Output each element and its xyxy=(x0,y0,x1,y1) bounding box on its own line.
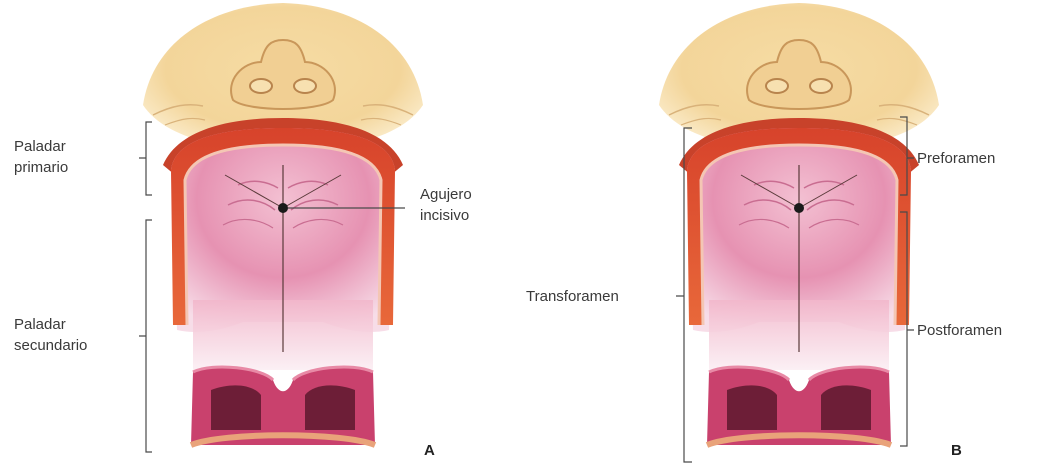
label-paladar-secundario-line2: secundario xyxy=(14,335,87,356)
label-postforamen: Postforamen xyxy=(917,320,1002,341)
label-transforamen: Transforamen xyxy=(526,286,619,307)
label-paladar-secundario: Paladar secundario xyxy=(14,314,87,356)
label-paladar-secundario-line1: Paladar xyxy=(14,314,87,335)
label-agujero-incisivo: Agujero incisivo xyxy=(420,184,472,226)
bracket-paladar-secundario xyxy=(139,220,152,452)
bracket-paladar-primario xyxy=(139,122,152,195)
panel-letter-b: B xyxy=(951,442,962,459)
label-paladar-primario-line2: primario xyxy=(14,157,68,178)
label-agujero-incisivo-line2: incisivo xyxy=(420,205,472,226)
label-agujero-incisivo-line1: Agujero xyxy=(420,184,472,205)
palate-drawing-a xyxy=(143,3,423,445)
label-paladar-primario-line1: Paladar xyxy=(14,136,68,157)
panel-letter-a: A xyxy=(424,442,435,459)
label-paladar-primario: Paladar primario xyxy=(14,136,68,178)
label-preforamen: Preforamen xyxy=(917,148,995,169)
palate-drawing-b xyxy=(659,3,939,445)
